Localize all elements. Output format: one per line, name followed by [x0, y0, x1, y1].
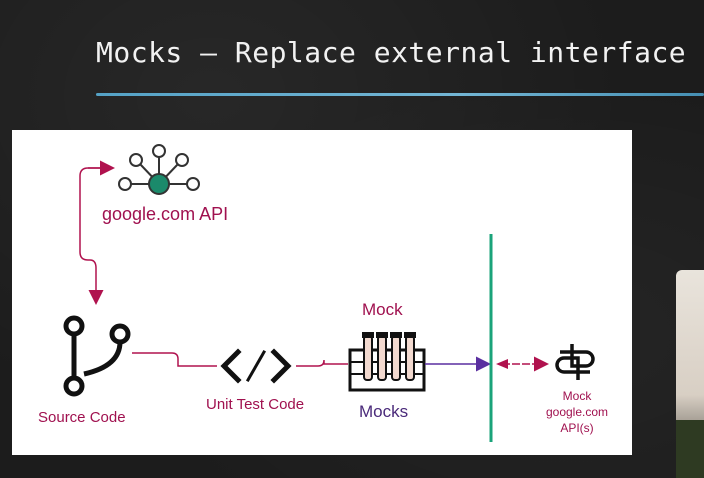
- unit-mocks-connector: [296, 359, 348, 367]
- source-unit-connector: [132, 352, 217, 367]
- unit-test-label: Unit Test Code: [206, 396, 305, 413]
- presenter-video-bottom: [676, 420, 704, 478]
- network-api-icon: [118, 144, 200, 195]
- source-code-label: Source Code: [38, 409, 126, 426]
- mock-api-icon: [555, 344, 595, 380]
- mock-api-line-3: API(s): [560, 421, 594, 435]
- diagram-panel: google.com API Source Code Unit Test Cod…: [12, 130, 632, 455]
- mock-label: Mock: [362, 300, 403, 319]
- mocks-label: Mocks: [359, 402, 409, 421]
- slide-title: Mocks – Replace external interface: [96, 36, 687, 69]
- mock-api-line-2: google.com: [545, 405, 609, 419]
- git-branch-icon: [63, 315, 131, 397]
- test-tubes-icon: [348, 332, 426, 392]
- mock-api-line-1: Mock: [562, 389, 592, 403]
- api-label: google.com API: [102, 204, 229, 224]
- code-icon: [220, 348, 292, 384]
- mock-api-label: Mock google.com API(s): [532, 388, 622, 436]
- title-underline: [96, 93, 704, 96]
- api-source-connector: [79, 160, 115, 305]
- diagram-canvas: [63, 144, 595, 442]
- boundary-mockapi-arrow: [496, 356, 549, 372]
